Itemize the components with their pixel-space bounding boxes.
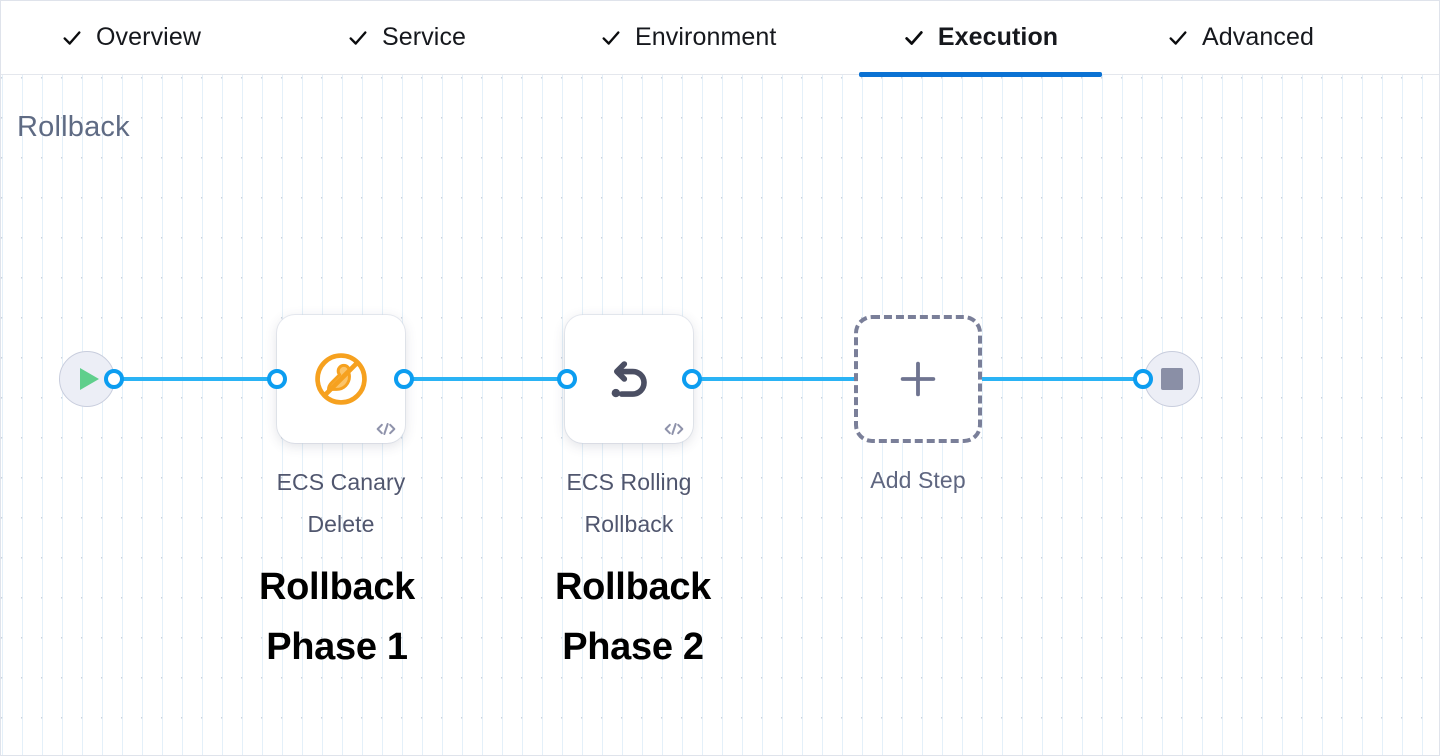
tab-environment[interactable]: Environment — [574, 1, 802, 75]
ecs-canary-delete-icon — [311, 349, 371, 409]
check-icon — [1167, 27, 1189, 49]
step-label-line2: Rollback — [584, 511, 674, 537]
stop-icon — [1161, 368, 1183, 390]
connector-port-start-out[interactable] — [104, 369, 124, 389]
tab-advanced-label: Advanced — [1202, 23, 1314, 51]
stage-tab-bar: Overview Service Environment Execution — [1, 1, 1439, 77]
tab-overview-label: Overview — [96, 23, 201, 51]
connector-port-end-in[interactable] — [1133, 369, 1153, 389]
step-label-line1: ECS Rolling — [566, 469, 692, 495]
execution-canvas[interactable]: Rollback — [1, 75, 1439, 755]
play-icon — [80, 368, 99, 390]
tab-overview-underline — [35, 72, 227, 77]
tab-advanced-underline — [1141, 72, 1340, 77]
tab-service[interactable]: Service — [321, 1, 492, 75]
tab-service-label: Service — [382, 23, 467, 51]
section-title-rollback: Rollback — [17, 111, 130, 143]
flow-end-node[interactable] — [1144, 351, 1200, 407]
check-icon — [903, 27, 925, 49]
check-icon — [600, 27, 622, 49]
tab-execution-label: Execution — [937, 23, 1059, 51]
tab-execution[interactable]: Execution — [859, 1, 1102, 77]
edge-add-step-to-end — [969, 377, 1149, 381]
plus-icon — [895, 356, 941, 402]
connector-port-canary-delete-in[interactable] — [267, 369, 287, 389]
connector-port-rolling-rollback-out[interactable] — [682, 369, 702, 389]
step-node-ecs-canary-delete[interactable] — [277, 315, 405, 443]
annotation-line2: Phase 2 — [562, 626, 704, 668]
step-label-ecs-canary-delete: ECS Canary Delete — [241, 461, 441, 545]
edge-canary-delete-to-rolling-rollback — [397, 377, 573, 381]
code-icon — [664, 421, 684, 437]
tab-service-underline — [321, 72, 492, 77]
connector-port-rolling-rollback-in[interactable] — [557, 369, 577, 389]
add-step-label: Add Step — [870, 467, 966, 493]
connector-port-canary-delete-out[interactable] — [394, 369, 414, 389]
step-label-line2: Delete — [307, 511, 375, 537]
annotation-line2: Phase 1 — [266, 626, 408, 668]
tab-execution-underline — [859, 71, 1102, 77]
check-icon — [61, 27, 83, 49]
tab-advanced[interactable]: Advanced — [1141, 1, 1340, 75]
annotation-rollback-phase-2: Rollback Phase 2 — [483, 557, 783, 677]
edge-start-to-canary-delete — [109, 377, 285, 381]
step-node-ecs-rolling-rollback[interactable] — [565, 315, 693, 443]
annotation-line1: Rollback — [555, 566, 711, 608]
tab-overview[interactable]: Overview — [35, 1, 227, 75]
check-icon — [347, 27, 369, 49]
rollback-flow-graph: ECS Canary Delete ECS Rolling Rollback A… — [1, 75, 1439, 755]
step-label-ecs-rolling-rollback: ECS Rolling Rollback — [529, 461, 729, 545]
code-icon — [376, 421, 396, 437]
edge-rolling-rollback-to-add-step — [685, 377, 865, 381]
tab-environment-label: Environment — [635, 23, 777, 51]
step-label-line1: ECS Canary — [276, 469, 406, 495]
annotation-rollback-phase-1: Rollback Phase 1 — [187, 557, 487, 677]
rollback-arrow-icon — [599, 349, 659, 409]
add-step-button[interactable] — [854, 315, 982, 443]
tab-environment-underline — [574, 72, 802, 77]
annotation-line1: Rollback — [259, 566, 415, 608]
